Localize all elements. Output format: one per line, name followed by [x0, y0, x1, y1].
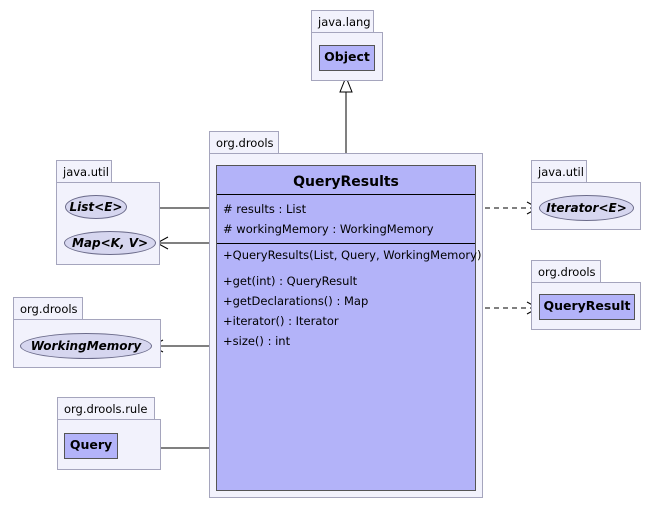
- package-tab-java-util-left: java.util: [56, 160, 112, 183]
- class-query-results[interactable]: QueryResults # results : List # workingM…: [216, 165, 481, 491]
- attributes-separator: [217, 194, 475, 195]
- interface-map[interactable]: Map<K, V>: [64, 231, 156, 255]
- method-iterator: +iterator() : Iterator: [223, 314, 339, 328]
- package-tab-org-drools-right: org.drools: [531, 260, 601, 283]
- class-query[interactable]: Query: [64, 433, 118, 459]
- operations-separator: [217, 243, 475, 244]
- method-get: +get(int) : QueryResult: [223, 274, 358, 288]
- interface-iterator[interactable]: Iterator<E>: [539, 195, 634, 221]
- interface-working-memory[interactable]: WorkingMemory: [20, 333, 152, 359]
- interface-list[interactable]: List<E>: [65, 195, 127, 219]
- generalization-arrowhead: [339, 75, 353, 93]
- package-tab-org-drools-rule: org.drools.rule: [57, 397, 155, 420]
- attribute-results: # results : List: [223, 202, 307, 216]
- package-tab-java-util-right: java.util: [531, 160, 587, 183]
- constructor-query-results: +QueryResults(List, Query, WorkingMemory…: [223, 248, 482, 262]
- package-tab-org-drools-main: org.drools: [209, 131, 279, 154]
- method-get-declarations: +getDeclarations() : Map: [223, 294, 369, 308]
- class-object[interactable]: Object: [319, 45, 375, 71]
- class-name: QueryResults: [293, 174, 399, 190]
- package-tab-org-drools-left: org.drools: [13, 297, 83, 320]
- method-size: +size() : int: [223, 334, 291, 348]
- package-tab-java-lang: java.lang: [311, 10, 374, 33]
- attribute-working-memory: # workingMemory : WorkingMemory: [223, 222, 434, 236]
- class-query-result[interactable]: QueryResult: [539, 294, 635, 320]
